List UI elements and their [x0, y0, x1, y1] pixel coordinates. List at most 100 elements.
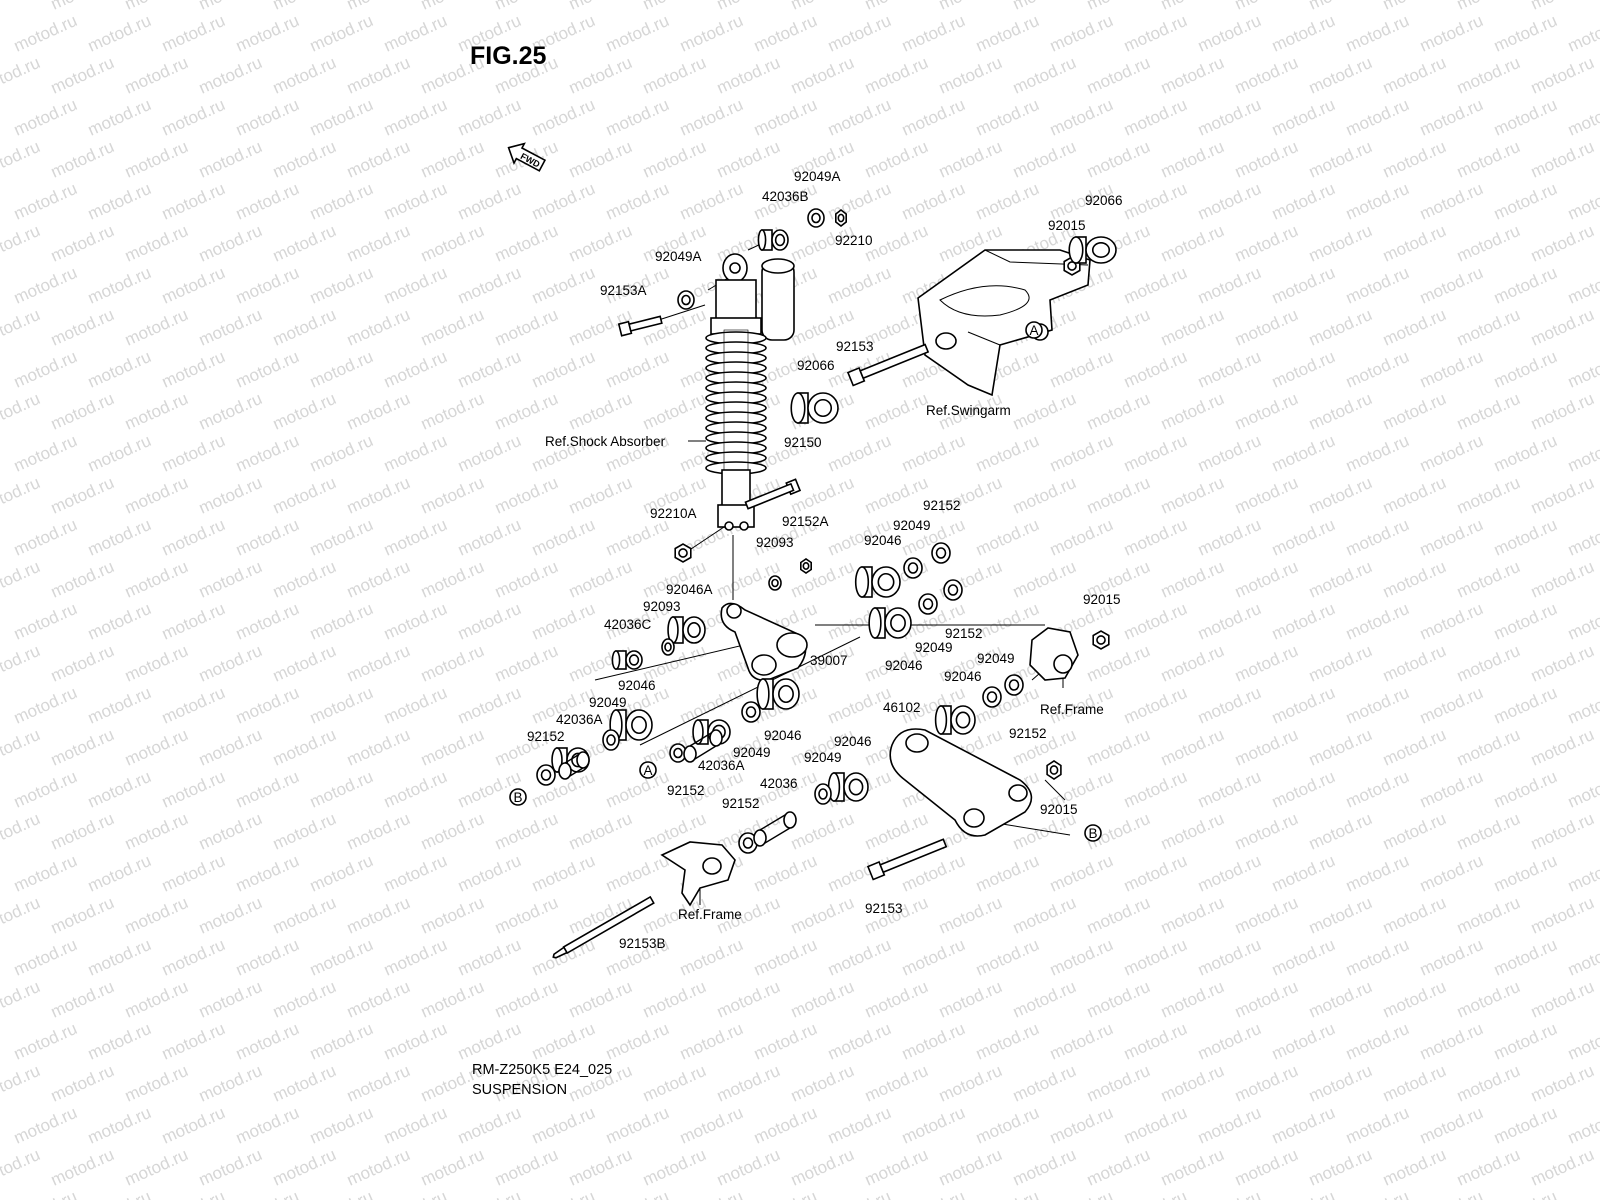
watermark-text: motod.ru — [11, 431, 80, 476]
watermark-text: motod.ru — [196, 1145, 265, 1190]
watermark-text: motod.ru — [1232, 1145, 1301, 1190]
watermark-text: motod.ru — [1195, 1187, 1264, 1200]
watermark-text: motod.ru — [85, 347, 154, 392]
watermark-text: motod.ru — [1528, 893, 1597, 938]
watermark-text: motod.ru — [1232, 641, 1301, 686]
watermark-text: motod.ru — [1528, 557, 1597, 602]
watermark-text: motod.ru — [307, 1019, 376, 1064]
watermark-text: motod.ru — [344, 0, 413, 14]
watermark-text: motod.ru — [85, 767, 154, 812]
watermark-text: motod.ru — [1528, 977, 1597, 1022]
watermark-text: motod.ru — [1084, 1145, 1153, 1190]
watermark-text: motod.ru — [1491, 11, 1560, 56]
watermark-text: motod.ru — [1491, 935, 1560, 980]
watermark-text: motod.ru — [1491, 683, 1560, 728]
watermark-text: motod.ru — [159, 1019, 228, 1064]
watermark-text: motod.ru — [1121, 95, 1190, 140]
watermark-text: motod.ru — [344, 473, 413, 518]
watermark-text: motod.ru — [196, 221, 265, 266]
watermark-text: motod.ru — [1010, 977, 1079, 1022]
watermark-text: motod.ru — [1343, 11, 1412, 56]
watermark-text: motod.ru — [566, 221, 635, 266]
watermark-text: motod.ru — [196, 305, 265, 350]
watermark-text: motod.ru — [1380, 557, 1449, 602]
watermark-text: motod.ru — [1232, 725, 1301, 770]
watermark-text: motod.ru — [677, 1187, 746, 1200]
bushing-part — [667, 616, 706, 644]
washer-part — [1004, 674, 1024, 696]
part-label-42036A-left: 42036A — [556, 712, 603, 727]
watermark-text: motod.ru — [1417, 179, 1486, 224]
watermark-text: motod.ru — [196, 137, 265, 182]
watermark-text: motod.ru — [529, 515, 598, 560]
watermark-text: motod.ru — [492, 389, 561, 434]
watermark-text: motod.ru — [233, 431, 302, 476]
watermark-text: motod.ru — [0, 305, 43, 350]
watermark-text: motod.ru — [196, 557, 265, 602]
watermark-text: motod.ru — [1380, 221, 1449, 266]
watermark-text: motod.ru — [1158, 305, 1227, 350]
watermark-text: motod.ru — [825, 1019, 894, 1064]
fwd-arrow-icon: FWD — [507, 142, 547, 172]
watermark-text: motod.ru — [1010, 137, 1079, 182]
part-label-42036: 42036 — [760, 776, 798, 791]
watermark-text: motod.ru — [1047, 347, 1116, 392]
watermark-text: motod.ru — [1047, 1019, 1116, 1064]
watermark-text: motod.ru — [1047, 431, 1116, 476]
watermark-text: motod.ru — [492, 0, 561, 14]
watermark-text: motod.ru — [1380, 809, 1449, 854]
watermark-text: motod.ru — [566, 473, 635, 518]
watermark-text: motod.ru — [640, 977, 709, 1022]
watermark-text: motod.ru — [1565, 1019, 1600, 1064]
watermark-text: motod.ru — [492, 977, 561, 1022]
watermark-text: motod.ru — [48, 53, 117, 98]
watermark-text: motod.ru — [1195, 1019, 1264, 1064]
watermark-text: motod.ru — [1454, 1145, 1523, 1190]
watermark-text: motod.ru — [307, 347, 376, 392]
part-label-92046A: 92046A — [666, 582, 713, 597]
watermark-text: motod.ru — [566, 0, 635, 14]
watermark-text: motod.ru — [418, 725, 487, 770]
watermark-text: motod.ru — [862, 473, 931, 518]
part-label-92049A-top: 92049A — [794, 169, 841, 184]
watermark-text: motod.ru — [1454, 809, 1523, 854]
watermark-text: motod.ru — [825, 11, 894, 56]
watermark-text: motod.ru — [603, 11, 672, 56]
watermark-text: motod.ru — [1121, 515, 1190, 560]
watermark-text: motod.ru — [270, 137, 339, 182]
watermark-text: motod.ru — [270, 0, 339, 14]
watermark-text: motod.ru — [1047, 1103, 1116, 1148]
washer-part — [943, 579, 963, 601]
watermark-text: motod.ru — [603, 95, 672, 140]
watermark-text: motod.ru — [159, 683, 228, 728]
watermark-text: motod.ru — [159, 935, 228, 980]
nut-part — [834, 208, 848, 228]
watermark-text: motod.ru — [455, 683, 524, 728]
bushing-part — [854, 566, 901, 598]
part-label-92153A: 92153A — [600, 283, 647, 298]
watermark-text: motod.ru — [1269, 935, 1338, 980]
watermark-text: motod.ru — [1454, 473, 1523, 518]
watermark-text: motod.ru — [1454, 977, 1523, 1022]
watermark-text: motod.ru — [233, 1187, 302, 1200]
watermark-text: motod.ru — [751, 1103, 820, 1148]
watermark-text: motod.ru — [1306, 0, 1375, 14]
watermark-text: motod.ru — [233, 851, 302, 896]
watermark-text: motod.ru — [1269, 1019, 1338, 1064]
watermark-text: motod.ru — [270, 473, 339, 518]
watermark-text: motod.ru — [1565, 767, 1600, 812]
watermark-text: motod.ru — [1158, 977, 1227, 1022]
watermark-text: motod.ru — [1010, 893, 1079, 938]
watermark-text: motod.ru — [973, 11, 1042, 56]
watermark-text: motod.ru — [233, 767, 302, 812]
watermark-text: motod.ru — [1306, 1061, 1375, 1106]
watermark-text: motod.ru — [1121, 683, 1190, 728]
watermark-text: motod.ru — [1417, 1103, 1486, 1148]
watermark-text: motod.ru — [344, 809, 413, 854]
frame-bracket-right — [1029, 627, 1079, 681]
watermark-text: motod.ru — [11, 1019, 80, 1064]
watermark-text: motod.ru — [492, 221, 561, 266]
watermark-text: motod.ru — [1084, 1061, 1153, 1106]
watermark-text: motod.ru — [1528, 137, 1597, 182]
